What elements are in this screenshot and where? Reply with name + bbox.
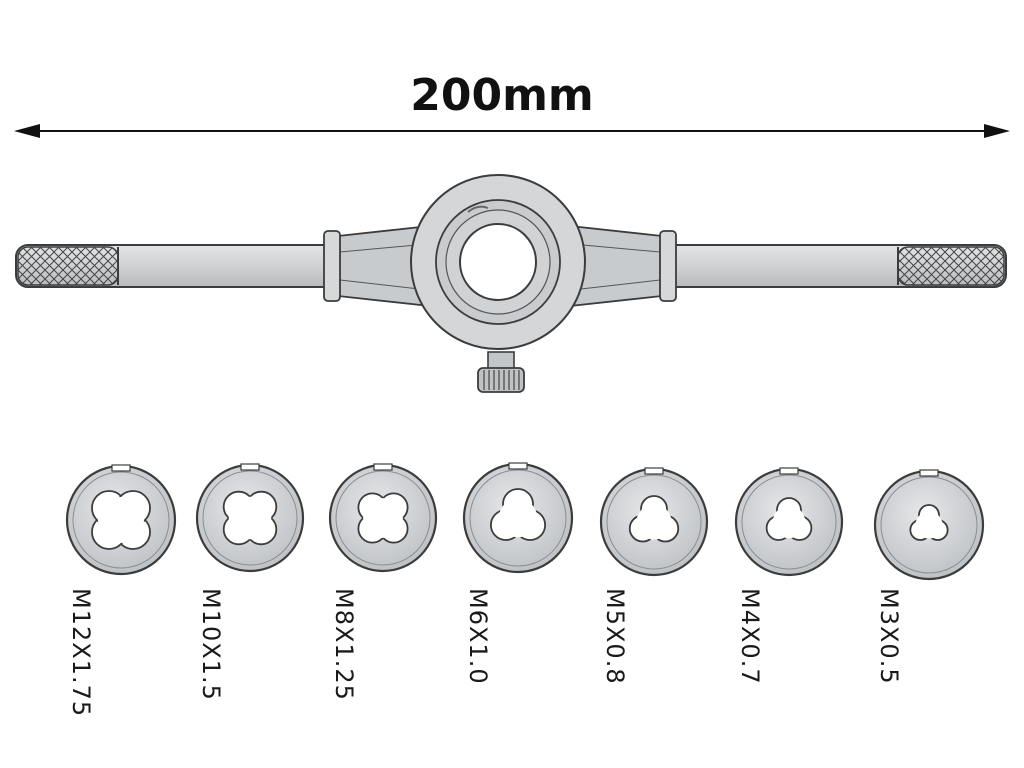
die-chamfer — [469, 469, 567, 567]
die-thread-hole — [765, 497, 813, 541]
round-die: M6X1.0 — [462, 462, 574, 685]
round-dies: M12X1.75 M10X1.5 M8X1.25 M6X1.0 M5X0.8 M4X0.7… — [65, 462, 985, 717]
left-collar — [323, 230, 341, 302]
right-knurled-grip — [897, 246, 1005, 286]
die-size-label: M4X0.7 — [736, 588, 764, 685]
arrow-left-icon — [14, 124, 40, 138]
die-thread-hole — [91, 490, 151, 550]
die-stock-wrench — [15, 174, 1007, 393]
round-die: M4X0.7 — [734, 467, 844, 685]
dimension-line: 200mm — [14, 70, 1010, 138]
die-chamfer — [335, 470, 431, 566]
right-arm-line — [571, 243, 661, 253]
dimension-label: 200mm — [410, 70, 594, 121]
hub-notch — [467, 205, 489, 213]
round-die: M3X0.5 — [873, 469, 985, 685]
round-die: M5X0.8 — [599, 467, 709, 685]
die-size-label: M6X1.0 — [464, 588, 492, 685]
round-die: M10X1.5 — [195, 463, 305, 701]
left-arm-line-2 — [339, 279, 429, 291]
die-size-label: M5X0.8 — [601, 588, 629, 685]
die-slot — [779, 467, 799, 475]
left-knurled-grip — [17, 246, 119, 286]
round-die: M8X1.25 — [328, 463, 438, 701]
die-size-label: M10X1.5 — [197, 588, 225, 701]
die-chamfer — [880, 476, 978, 574]
round-die: M12X1.75 — [65, 464, 177, 717]
die-slot — [644, 467, 664, 475]
die-chamfer — [202, 470, 298, 566]
die-thread-hole — [222, 490, 278, 546]
die-slot — [111, 464, 131, 472]
die-thread-hole — [909, 504, 949, 541]
set-screw-knurl — [483, 370, 520, 390]
die-thread-hole — [357, 492, 409, 544]
die-slot — [919, 469, 939, 477]
set-screw-knob — [477, 367, 525, 393]
die-size-label: M12X1.75 — [67, 588, 95, 717]
right-arm-line-2 — [571, 279, 661, 291]
die-thread-hole — [628, 495, 680, 543]
die-size-label: M3X0.5 — [875, 588, 903, 685]
die-slot — [240, 463, 260, 471]
die-thread-hole — [489, 488, 547, 541]
arrow-right-icon — [984, 124, 1010, 138]
die-chamfer — [741, 474, 837, 570]
right-collar — [659, 230, 677, 302]
die-slot — [508, 462, 528, 470]
die-slot — [373, 463, 393, 471]
die-chamfer — [606, 474, 702, 570]
die-chamfer — [72, 471, 170, 569]
hub-bore — [459, 223, 537, 301]
die-size-label: M8X1.25 — [330, 588, 358, 701]
